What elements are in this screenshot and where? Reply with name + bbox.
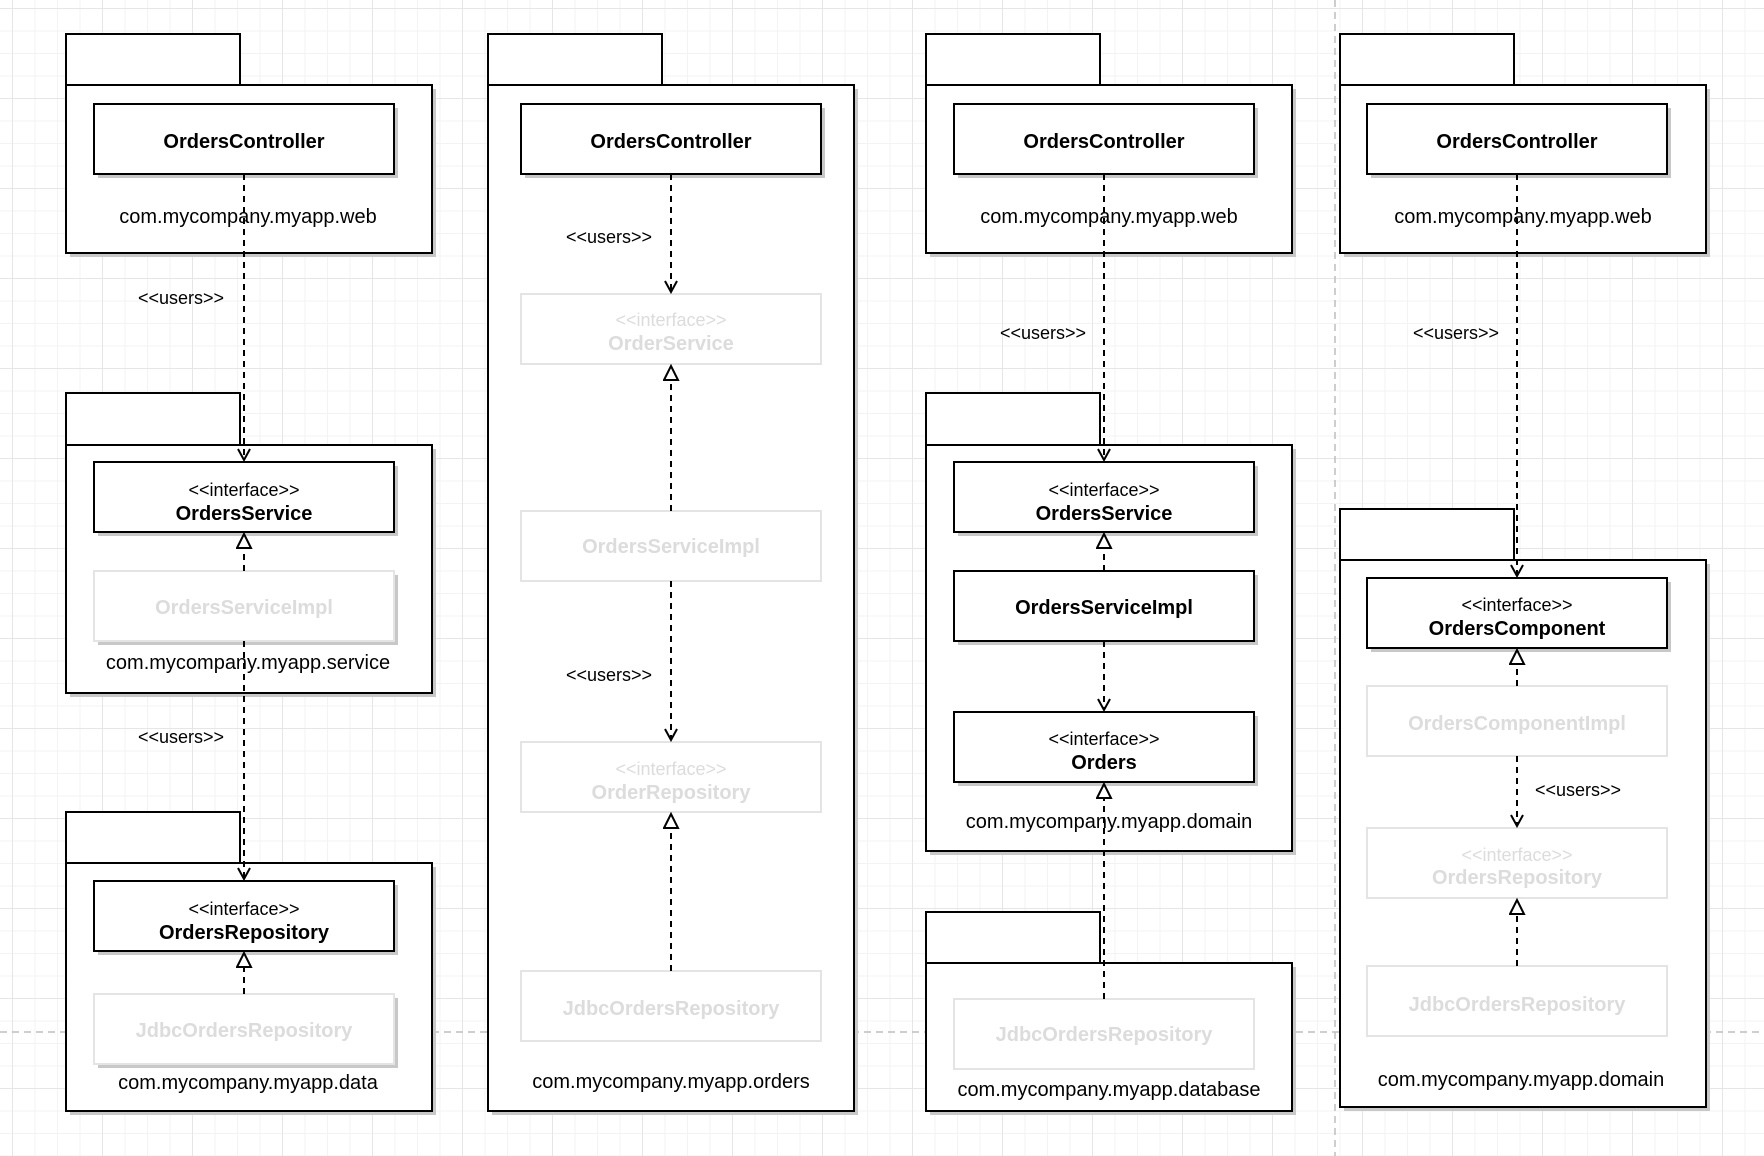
stereotype-label: <<interface>>: [188, 899, 299, 919]
users-label: <<users>>: [566, 227, 652, 247]
class-orders-service-1[interactable]: <<interface>> OrdersService: [93, 461, 398, 536]
class-name: OrdersController: [590, 131, 751, 153]
users-label: <<users>>: [1535, 780, 1621, 800]
class-name: JdbcOrdersRepository: [1409, 994, 1627, 1016]
class-name: OrdersController: [1436, 131, 1597, 153]
class-name: JdbcOrdersRepository: [136, 1020, 354, 1042]
class-name: OrdersController: [163, 131, 324, 153]
class-orders-controller-2[interactable]: OrdersController: [520, 103, 825, 178]
column-hexagonal: OrdersController com.mycompany.myapp.web…: [925, 33, 1296, 1115]
class-orders[interactable]: <<interface>> Orders: [953, 711, 1258, 786]
column-component: OrdersController com.mycompany.myapp.web…: [1339, 33, 1710, 1111]
users-label: <<users>>: [1000, 323, 1086, 343]
class-jdbc-orders-repository-1[interactable]: JdbcOrdersRepository: [93, 993, 398, 1068]
class-name: OrderRepository: [592, 782, 752, 804]
class-jdbc-orders-repository-3[interactable]: JdbcOrdersRepository: [953, 998, 1255, 1070]
stereotype-label: <<interface>>: [1048, 729, 1159, 749]
class-orders-service-3[interactable]: <<interface>> OrdersService: [953, 461, 1258, 536]
users-label: <<users>>: [138, 727, 224, 747]
package-label-web: com.mycompany.myapp.web: [980, 206, 1238, 228]
class-orders-controller-4[interactable]: OrdersController: [1366, 103, 1671, 178]
stereotype-label: <<interface>>: [1048, 480, 1159, 500]
class-name: OrdersServiceImpl: [155, 597, 333, 619]
class-jdbc-orders-repository-2[interactable]: JdbcOrdersRepository: [520, 970, 822, 1042]
class-name: OrderService: [608, 333, 734, 355]
class-orders-service-impl-2[interactable]: OrdersServiceImpl: [520, 510, 822, 582]
package-label-service: com.mycompany.myapp.service: [106, 652, 390, 674]
stereotype-label: <<interface>>: [615, 310, 726, 330]
class-jdbc-orders-repository-4[interactable]: JdbcOrdersRepository: [1366, 965, 1668, 1037]
stereotype-label: <<interface>>: [1461, 845, 1572, 865]
package-label-domain: com.mycompany.myapp.domain: [966, 811, 1252, 833]
stereotype-label: <<interface>>: [615, 759, 726, 779]
package-data[interactable]: [65, 811, 436, 1115]
class-name: OrdersService: [176, 503, 313, 525]
stereotype-label: <<interface>>: [1461, 595, 1572, 615]
users-label: <<users>>: [566, 665, 652, 685]
package-label-web: com.mycompany.myapp.web: [1394, 206, 1652, 228]
package-label-data: com.mycompany.myapp.data: [118, 1072, 379, 1094]
class-orders-component[interactable]: <<interface>> OrdersComponent: [1366, 577, 1671, 652]
class-name: OrdersComponentImpl: [1408, 713, 1626, 735]
class-name: OrdersServiceImpl: [582, 536, 760, 558]
column-layered: OrdersController com.mycompany.myapp.web…: [65, 33, 436, 1115]
column-feature: OrdersController <<interface>> OrderServ…: [487, 33, 858, 1115]
class-orders-service-impl-1[interactable]: OrdersServiceImpl: [93, 570, 398, 645]
class-name: OrdersRepository: [159, 922, 330, 944]
class-orders-controller-3[interactable]: OrdersController: [953, 103, 1258, 178]
class-orders-service-impl-3[interactable]: OrdersServiceImpl: [953, 570, 1258, 645]
class-name: JdbcOrdersRepository: [996, 1024, 1214, 1046]
package-label-web: com.mycompany.myapp.web: [119, 206, 377, 228]
stereotype-label: <<interface>>: [188, 480, 299, 500]
users-label: <<users>>: [1413, 323, 1499, 343]
class-name: Orders: [1071, 752, 1137, 774]
package-orders[interactable]: [487, 33, 858, 1115]
class-name: OrdersController: [1023, 131, 1184, 153]
package-label-domain: com.mycompany.myapp.domain: [1378, 1069, 1664, 1091]
class-name: JdbcOrdersRepository: [563, 998, 781, 1020]
class-name: OrdersService: [1036, 503, 1173, 525]
class-orders-controller-1[interactable]: OrdersController: [93, 103, 398, 178]
class-name: OrdersComponent: [1429, 618, 1606, 640]
class-orders-repository-1[interactable]: <<interface>> OrdersRepository: [93, 880, 398, 955]
class-orders-repository-4[interactable]: <<interface>> OrdersRepository: [1366, 827, 1668, 899]
package-label-orders: com.mycompany.myapp.orders: [532, 1071, 810, 1093]
users-label: <<users>>: [138, 288, 224, 308]
package-label-database: com.mycompany.myapp.database: [957, 1079, 1260, 1101]
class-name: OrdersRepository: [1432, 867, 1603, 889]
class-order-service[interactable]: <<interface>> OrderService: [520, 293, 822, 365]
class-name: OrdersServiceImpl: [1015, 597, 1193, 619]
class-orders-component-impl[interactable]: OrdersComponentImpl: [1366, 685, 1668, 757]
class-order-repository[interactable]: <<interface>> OrderRepository: [520, 741, 822, 813]
